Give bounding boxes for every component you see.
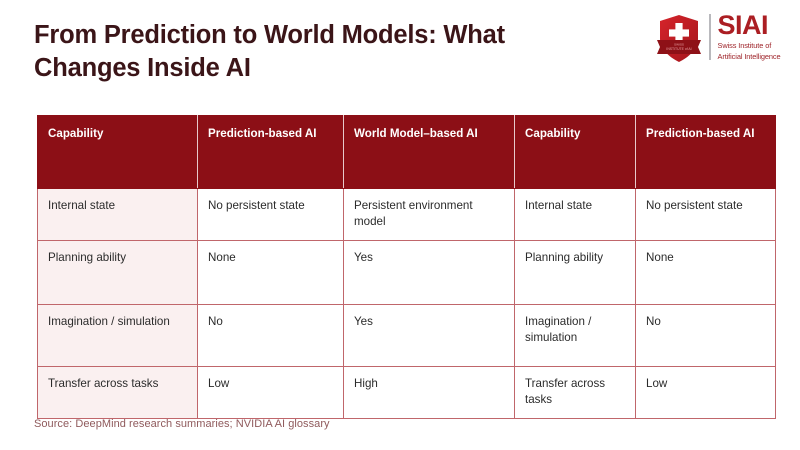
column-header-world-model-ai: World Model–based AI: [343, 115, 515, 189]
cell-prediction-ai: Low: [197, 366, 344, 419]
cell-capability: Imagination / simulation: [37, 304, 198, 367]
page-title: From Prediction to World Models: What Ch…: [34, 21, 505, 82]
table-header-row: Capability Prediction-based AI World Mod…: [37, 115, 776, 189]
cell-world-model-ai: High: [343, 366, 515, 419]
column-header-capability-2: Capability: [514, 115, 636, 189]
cell-prediction-ai-2: None: [635, 240, 776, 305]
cell-prediction-ai: No persistent state: [197, 188, 344, 241]
cell-prediction-ai-2: No persistent state: [635, 188, 776, 241]
source-note: Source: DeepMind research summaries; NVI…: [34, 418, 330, 430]
column-header-prediction-ai-1: Prediction-based AI: [197, 115, 344, 189]
svg-text:SWISS: SWISS: [674, 43, 684, 47]
cell-capability-2: Planning ability: [514, 240, 636, 305]
cell-world-model-ai: Yes: [343, 304, 515, 367]
cell-world-model-ai: Yes: [343, 240, 515, 305]
table-row: Internal state No persistent state Persi…: [37, 188, 776, 241]
logo-wordmark-block: SIAI Swiss Institute of Artificial Intel…: [717, 10, 781, 61]
column-header-prediction-ai-2: Prediction-based AI: [635, 115, 776, 189]
comparison-table: Capability Prediction-based AI World Mod…: [37, 115, 776, 419]
siai-logo: SWISS INSTITUTE of AI SIAI Swiss Institu…: [655, 10, 785, 69]
shield-icon: SWISS INSTITUTE of AI: [655, 13, 703, 65]
logo-divider: [709, 14, 711, 60]
table-row: Imagination / simulation No Yes Imaginat…: [37, 304, 776, 367]
table-row: Planning ability None Yes Planning abili…: [37, 240, 776, 305]
comparison-table-container: Capability Prediction-based AI World Mod…: [37, 115, 776, 419]
column-header-capability-1: Capability: [37, 115, 198, 189]
table-row: Transfer across tasks Low High Transfer …: [37, 366, 776, 419]
cell-prediction-ai-2: Low: [635, 366, 776, 419]
cell-world-model-ai: Persistent environment model: [343, 188, 515, 241]
cell-capability-2: Imagination / simulation: [514, 304, 636, 367]
svg-text:INSTITUTE of AI: INSTITUTE of AI: [666, 47, 691, 51]
cell-capability-2: Internal state: [514, 188, 636, 241]
cell-prediction-ai: None: [197, 240, 344, 305]
cell-capability-2: Transfer across tasks: [514, 366, 636, 419]
logo-subtitle-line2: Artificial Intelligence: [717, 51, 781, 61]
slide-header: From Prediction to World Models: What Ch…: [0, 0, 800, 108]
cell-prediction-ai: No: [197, 304, 344, 367]
cell-capability: Planning ability: [37, 240, 198, 305]
cell-capability: Transfer across tasks: [37, 366, 198, 419]
logo-wordmark: SIAI: [717, 10, 769, 40]
cell-prediction-ai-2: No: [635, 304, 776, 367]
logo-subtitle-line1: Swiss Institute of: [717, 40, 772, 50]
cell-capability: Internal state: [37, 188, 198, 241]
